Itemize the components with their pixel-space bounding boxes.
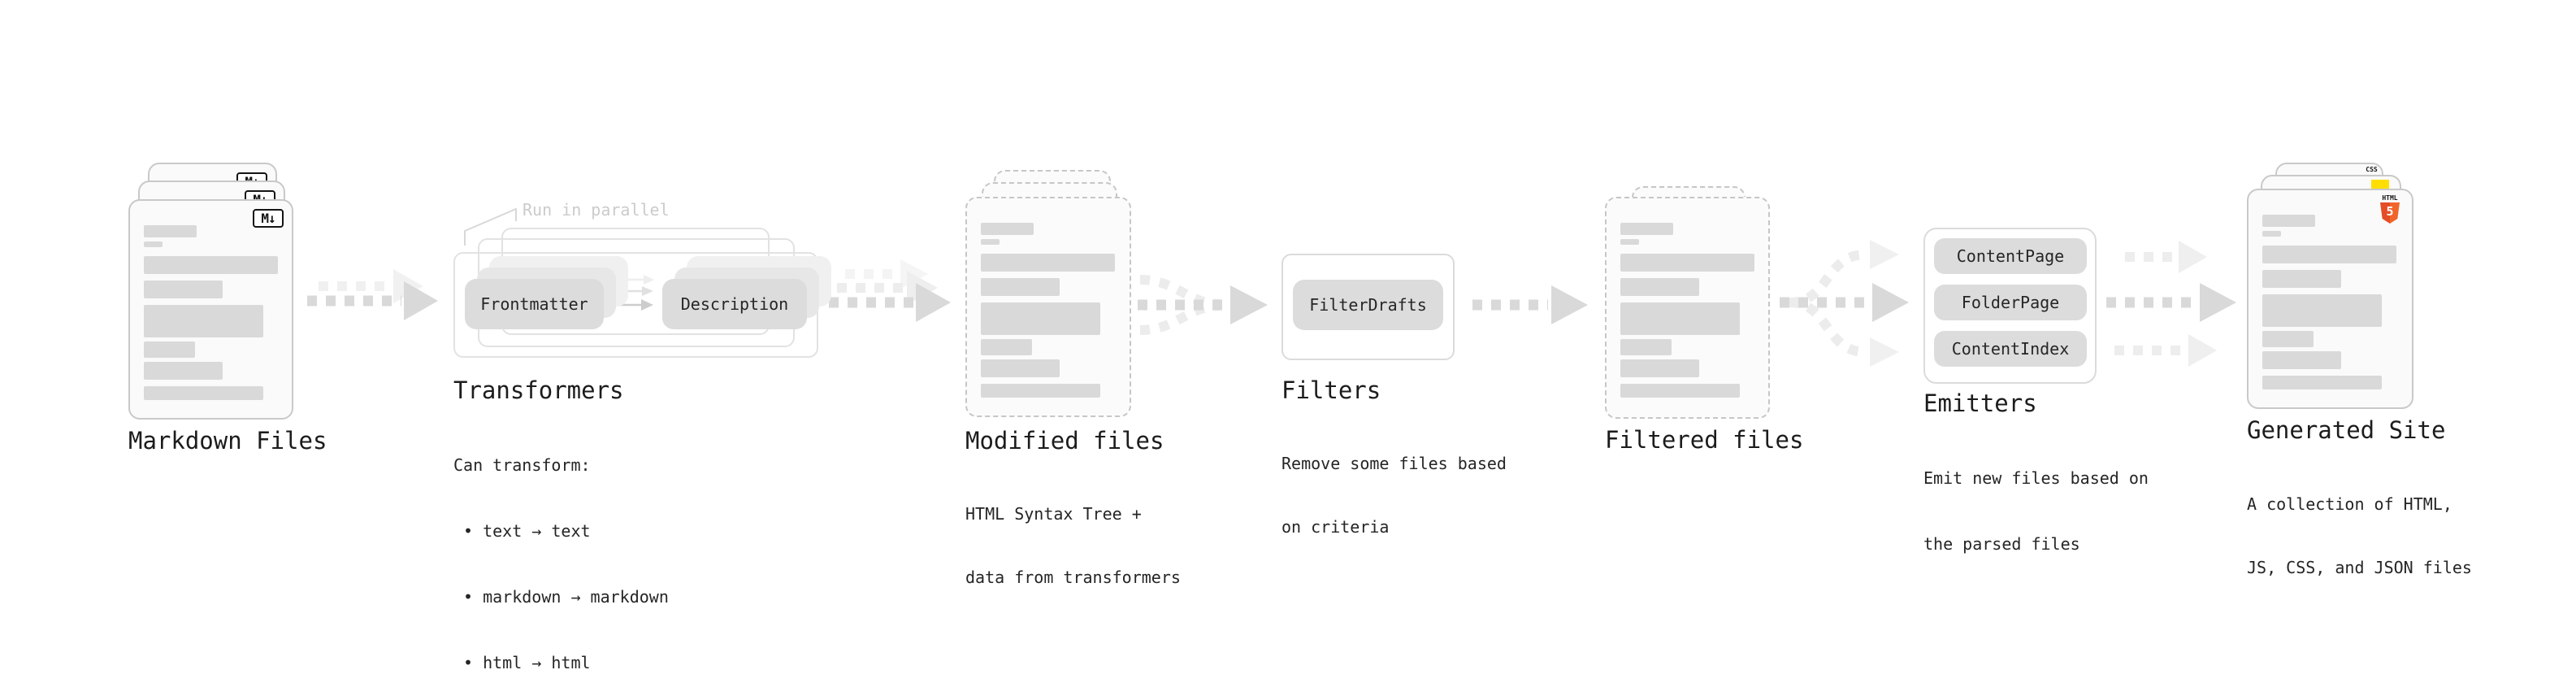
markdown-file-card-front: M↓ (128, 199, 293, 420)
frontmatter-transformer-pill: Frontmatter (465, 279, 604, 329)
description-transformer-pill: Description (662, 279, 807, 329)
caption-bullet: • html → html (463, 653, 591, 672)
text-line-placeholder (144, 281, 223, 298)
filtered-file-card-front (1605, 197, 1770, 419)
text-line-placeholder (2262, 351, 2341, 369)
filterdrafts-pill: FilterDrafts (1293, 280, 1443, 330)
text-line-placeholder (144, 362, 223, 380)
filters-caption: Remove some files based on criteria (1281, 411, 1507, 559)
text-line-placeholder (2262, 270, 2341, 288)
arrow-markdown-to-transformers (307, 269, 438, 320)
text-line-placeholder (144, 256, 278, 274)
text-line-placeholder (1620, 223, 1673, 235)
caption-line: the parsed files (1923, 534, 2080, 554)
emitters-title: Emitters (1923, 389, 2037, 417)
caption-line: Can transform: (453, 455, 591, 475)
text-line-placeholder (2262, 215, 2315, 227)
contentindex-pill: ContentIndex (1934, 331, 2087, 367)
contentpage-pill: ContentPage (1934, 238, 2087, 274)
text-line-placeholder (2262, 376, 2382, 389)
run-in-parallel-annotation: Run in parallel (523, 200, 670, 220)
markdown-icon: M↓ (253, 209, 284, 228)
text-line-placeholder (981, 278, 1060, 296)
site-file-card-front: HTML 5 (2247, 189, 2413, 409)
filters-title: Filters (1281, 376, 1381, 404)
text-line-placeholder (1620, 359, 1699, 377)
arrow-emitters-to-site (2106, 241, 2236, 367)
text-line-placeholder (1620, 339, 1672, 355)
generated-site-caption: A collection of HTML, JS, CSS, and JSON … (2247, 451, 2472, 599)
caption-line: data from transformers (965, 568, 1181, 587)
caption-line: Emit new files based on (1923, 468, 2149, 488)
caption-line: HTML Syntax Tree + (965, 504, 1142, 524)
modified-files-caption: HTML Syntax Tree + data from transformer… (965, 461, 1181, 609)
transformers-caption: Can transform: • text → text • markdown … (453, 411, 669, 696)
markdown-files-title: Markdown Files (128, 427, 327, 455)
html5-label: HTML (2382, 194, 2398, 202)
arrow-transformers-to-modified (829, 259, 951, 322)
generated-site-title: Generated Site (2247, 416, 2446, 444)
text-line-placeholder (144, 386, 263, 400)
caption-bullet: • text → text (463, 521, 591, 541)
text-line-placeholder (144, 225, 197, 237)
caption-line: A collection of HTML, (2247, 494, 2452, 514)
caption-line: JS, CSS, and JSON files (2247, 558, 2472, 577)
text-line-placeholder (1620, 278, 1699, 296)
html5-shield: 5 (2380, 202, 2400, 224)
text-line-placeholder (981, 384, 1100, 398)
flow-arrows-layer (307, 207, 2236, 367)
text-line-placeholder (1620, 239, 1639, 245)
text-line-placeholder (2262, 246, 2396, 263)
text-line-placeholder (2262, 231, 2281, 237)
css-label: CSS (2366, 166, 2378, 173)
run-in-parallel-leader-line (464, 207, 517, 246)
text-line-placeholder (1620, 384, 1740, 398)
arrow-filtered-to-emitters-fanout (1780, 240, 1909, 367)
text-line-placeholder (981, 223, 1034, 235)
arrow-modified-to-filters-merge (1138, 275, 1268, 335)
modified-files-title: Modified files (965, 427, 1164, 455)
html5-number: 5 (2386, 204, 2394, 219)
text-line-placeholder (981, 359, 1060, 377)
text-line-placeholder (981, 239, 1000, 245)
text-line-placeholder (2262, 294, 2382, 327)
transformers-title: Transformers (453, 376, 624, 404)
caption-bullet: • markdown → markdown (463, 587, 669, 607)
text-line-placeholder (981, 254, 1115, 272)
arrow-filters-to-filtered (1472, 285, 1588, 324)
text-line-placeholder (144, 341, 195, 358)
folderpage-pill: FolderPage (1934, 285, 2087, 320)
text-line-placeholder (2262, 331, 2314, 347)
text-line-placeholder (981, 302, 1100, 335)
filtered-files-title: Filtered files (1605, 426, 1804, 454)
html5-logo-icon: HTML 5 (2380, 195, 2400, 224)
text-line-placeholder (1620, 302, 1740, 335)
css-file-icon: CSS (2365, 166, 2379, 173)
caption-line: Remove some files based (1281, 454, 1507, 473)
text-line-placeholder (1620, 254, 1754, 272)
emitters-caption: Emit new files based on the parsed files (1923, 424, 2149, 577)
text-line-placeholder (144, 305, 263, 337)
text-line-placeholder (144, 241, 163, 247)
caption-line: on criteria (1281, 517, 1390, 537)
text-line-placeholder (981, 339, 1032, 355)
modified-file-card-front (965, 197, 1131, 417)
js-file-icon (2371, 180, 2389, 189)
